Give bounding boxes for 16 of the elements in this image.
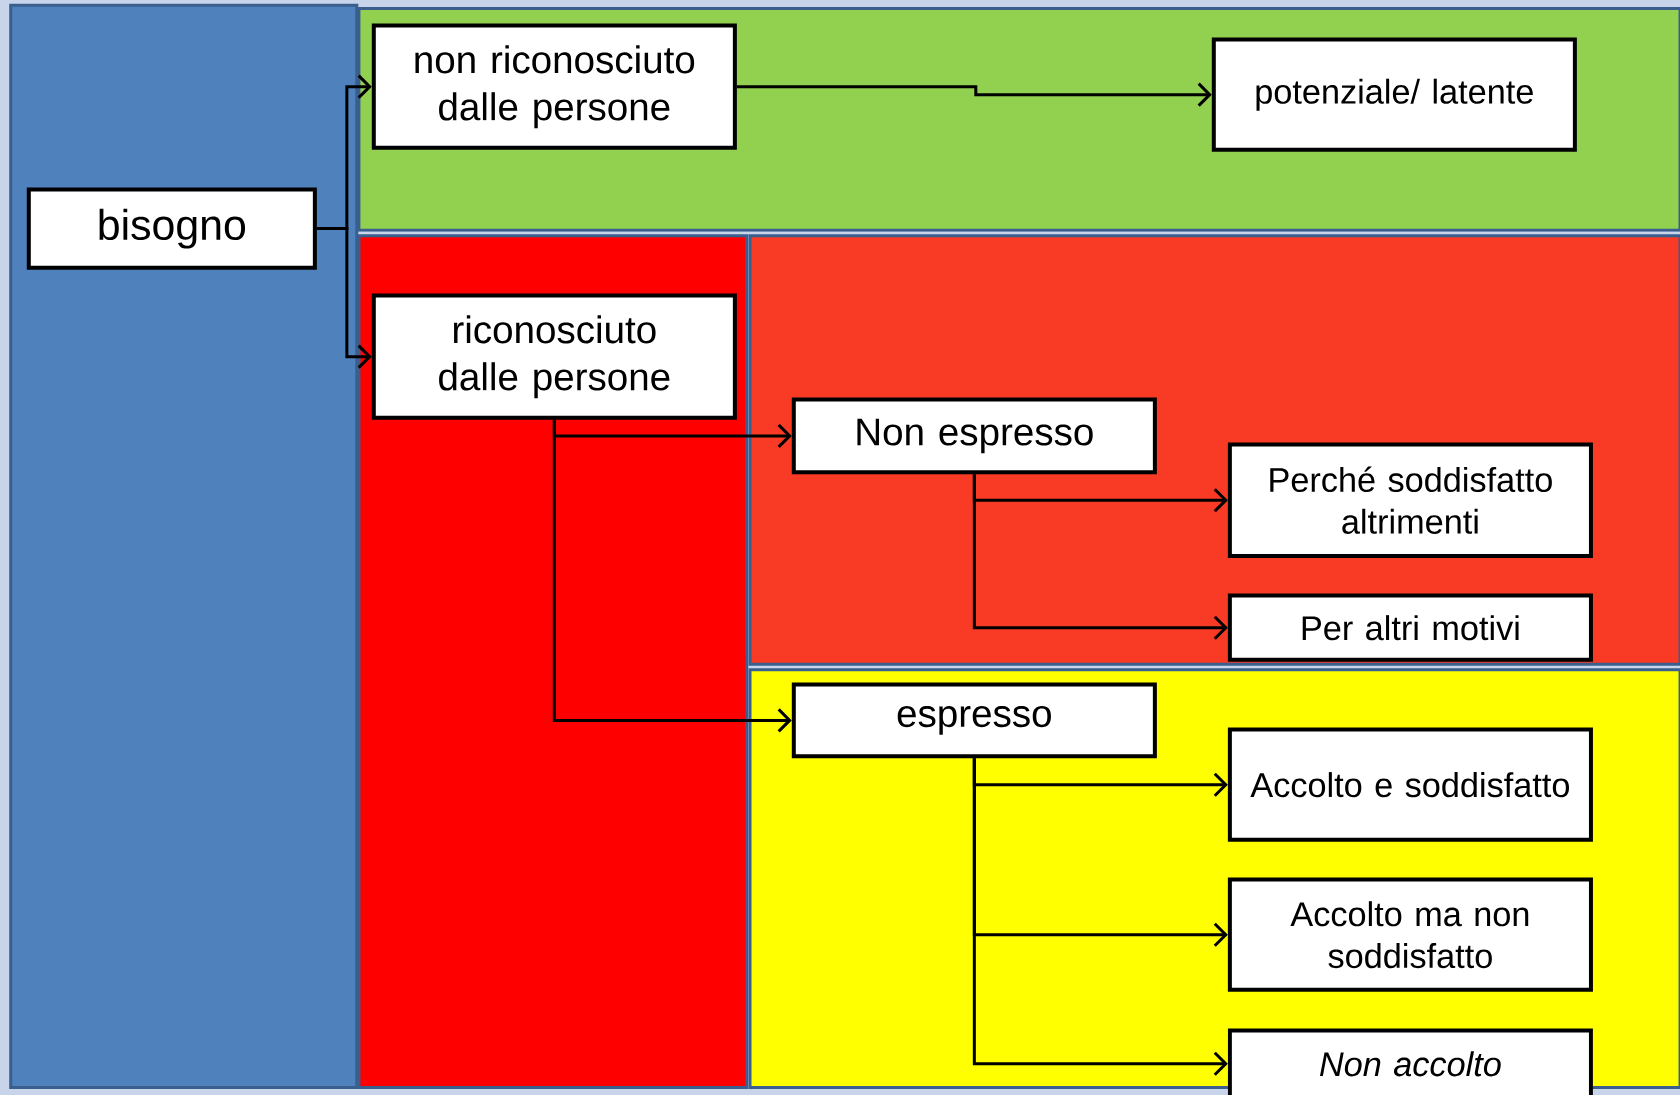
arrow — [972, 758, 1228, 1076]
arrow — [552, 419, 792, 733]
label-box: Non accolto — [1227, 1028, 1593, 1095]
label-box: Accolto ma non soddisfatto — [1227, 877, 1593, 992]
label-box: riconosciuto dalle persone — [371, 293, 737, 420]
label-box: Non espresso — [791, 397, 1157, 475]
label-box: non riconosciuto dalle persone — [371, 23, 737, 150]
arrow — [736, 82, 1212, 107]
label-box: bisogno — [26, 187, 317, 270]
label-box: potenziale/ latente — [1211, 37, 1577, 152]
arrow — [972, 474, 1228, 640]
label-box: Accolto e soddisfatto — [1227, 727, 1593, 842]
label-box: espresso — [791, 682, 1157, 759]
label-box: Per altri motivi — [1227, 593, 1593, 662]
label-box: Perché soddisfatto altrimenti — [1227, 442, 1593, 558]
arrow — [316, 227, 372, 369]
